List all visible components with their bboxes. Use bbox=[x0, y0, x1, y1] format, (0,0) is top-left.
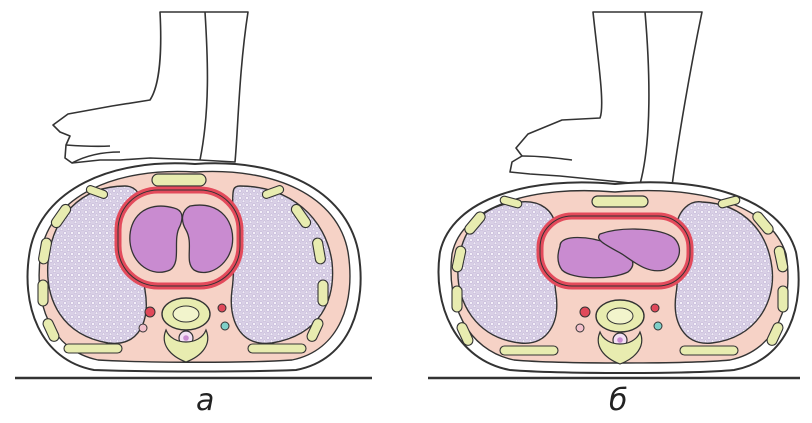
panel-b bbox=[428, 12, 800, 378]
panel-a bbox=[15, 12, 372, 378]
vein-right-b bbox=[654, 322, 662, 330]
vein-right-a bbox=[221, 322, 229, 330]
vein-b bbox=[576, 324, 584, 332]
aorta-a bbox=[145, 307, 155, 317]
artery-right-a bbox=[218, 304, 226, 312]
heart-chamber-left-a bbox=[130, 206, 182, 272]
panel-b-caption: б bbox=[609, 386, 628, 416]
hand-b bbox=[510, 12, 702, 186]
sternum-a bbox=[152, 174, 206, 186]
panel-a-caption: а bbox=[196, 386, 214, 416]
hand-a bbox=[53, 12, 248, 163]
artery-right-b bbox=[651, 304, 659, 312]
aorta-b bbox=[580, 307, 590, 317]
sternum-b bbox=[592, 196, 648, 207]
vein-a bbox=[139, 324, 147, 332]
